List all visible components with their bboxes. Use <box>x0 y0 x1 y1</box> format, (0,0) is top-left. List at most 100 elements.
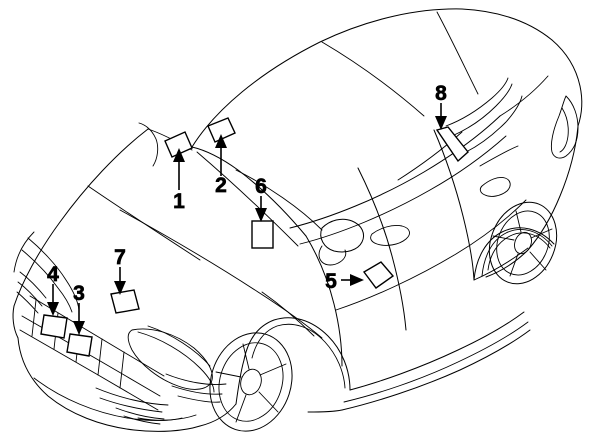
callout-3-number: 3 <box>73 282 85 305</box>
headlamp-detail-1 <box>19 271 47 299</box>
callout-1-number: 1 <box>173 190 185 213</box>
rear-wheel-hub <box>514 231 532 255</box>
hood-shutline <box>261 291 315 337</box>
quarter-glass-top <box>445 77 509 127</box>
grille-top-edge <box>29 295 165 377</box>
callout-5-arrow <box>350 274 364 286</box>
rear-door-handle <box>479 177 511 197</box>
hood-left-edge <box>13 128 149 307</box>
callout-4-arrow <box>47 302 59 316</box>
side-mirror-base <box>318 245 347 266</box>
quarter-glass-inner <box>451 83 513 137</box>
rocker-front-tip <box>307 409 343 413</box>
front-fender-lower <box>235 359 245 405</box>
front-lip <box>137 417 183 421</box>
front-wheel-arch <box>243 317 351 391</box>
callout-4[interactable]: 4 <box>40 263 68 339</box>
front-fascia-right <box>199 403 237 427</box>
front-spoke-3 <box>258 391 279 413</box>
callout-1-arrow <box>173 148 185 162</box>
b-pillar-line <box>357 167 407 331</box>
front-spoke-1 <box>242 343 250 370</box>
rear-tire-outer <box>488 201 558 285</box>
a-pillar <box>191 146 307 237</box>
belt-line-shadow <box>299 135 507 245</box>
rear-glass-edge <box>436 11 479 95</box>
rear-spoke-4 <box>509 253 519 277</box>
callout-6-number: 6 <box>255 175 267 198</box>
rear-roof-edge <box>551 39 583 127</box>
rear-tire-inner <box>496 210 550 276</box>
callout-7[interactable]: 7 <box>110 246 140 314</box>
fog-lamp-area-3 <box>177 395 221 403</box>
front-tire-outer <box>209 332 293 432</box>
lower-intake-2 <box>99 397 163 413</box>
rear-spoke-5 <box>492 235 515 241</box>
callout-7-arrow <box>114 281 126 295</box>
callout-2[interactable]: 2 <box>207 117 236 197</box>
headlight-assembly-edge <box>147 325 211 367</box>
rear-lower-crease <box>473 247 529 281</box>
rear-spoke-2 <box>530 228 553 239</box>
front-spoke-5 <box>215 371 242 378</box>
callout-5-number: 5 <box>325 270 337 293</box>
front-fender-edge <box>12 305 19 339</box>
callout-3[interactable]: 3 <box>66 282 93 357</box>
grille-slat-4 <box>97 338 103 376</box>
rocker-panel-mid <box>343 321 529 403</box>
windshield-lower-seam <box>196 151 299 247</box>
belt-line <box>289 115 501 229</box>
side-mirror <box>320 218 365 253</box>
callout-8-arrow <box>435 116 447 130</box>
headlamp-inner <box>21 249 73 313</box>
fog-lamp-area-1 <box>165 373 227 385</box>
callout-5-label-shape <box>362 261 395 289</box>
front-tire-inner <box>218 342 284 422</box>
headlamp-upper <box>27 237 80 311</box>
callout-5[interactable]: 5 <box>325 261 395 293</box>
hood-center-crease <box>119 209 323 339</box>
rear-spoke-1 <box>515 210 522 233</box>
callout-6-label-shape <box>251 220 274 249</box>
callout-6-arrow <box>255 208 267 222</box>
callout-7-label-shape <box>110 289 140 314</box>
headlamp-front-edge <box>13 231 35 273</box>
windshield-wiper-cowl-detail <box>138 122 159 167</box>
callout-4-number: 4 <box>47 263 59 286</box>
callout-1[interactable]: 1 <box>164 131 193 213</box>
rear-wheel-arch-trim <box>487 232 551 271</box>
callout-2-label-shape <box>207 117 236 143</box>
headlamp-detail-3 <box>16 291 39 314</box>
front-spoke-2 <box>259 363 287 376</box>
callout-1-label-shape <box>164 131 193 158</box>
side-character-line <box>335 199 527 311</box>
lower-intake-1 <box>95 387 169 406</box>
callout-7-number: 7 <box>114 246 126 269</box>
headlamp-detail-2 <box>17 281 43 307</box>
callout-8[interactable]: 8 <box>435 82 469 163</box>
taillight-inner <box>559 107 569 153</box>
roof-line <box>191 8 553 148</box>
rear-door-trailing-edge <box>433 129 475 281</box>
front-bumper-outline <box>17 337 201 432</box>
grille-mid-edge <box>21 315 161 397</box>
callout-8-label-shape <box>435 126 469 163</box>
headlight-assembly-lower <box>137 331 215 393</box>
fog-lamp-area-2 <box>171 385 223 395</box>
callout-6[interactable]: 6 <box>251 175 274 249</box>
rear-spoke-3 <box>529 251 547 271</box>
callout-2-arrow <box>215 134 227 148</box>
grille-slat-1 <box>31 299 37 337</box>
lower-intake-3 <box>115 407 165 420</box>
callout-3-label-shape <box>66 333 93 357</box>
front-wheel-hub <box>240 368 262 396</box>
callout-3-arrow <box>73 321 85 335</box>
front-door-handle <box>370 225 410 246</box>
grille-bottom-edge <box>19 329 159 411</box>
rear-wheel-arch <box>473 227 555 281</box>
callout-2-number: 2 <box>215 174 227 197</box>
vehicle-body-outline <box>12 8 583 432</box>
grille-slat-5 <box>119 351 125 389</box>
